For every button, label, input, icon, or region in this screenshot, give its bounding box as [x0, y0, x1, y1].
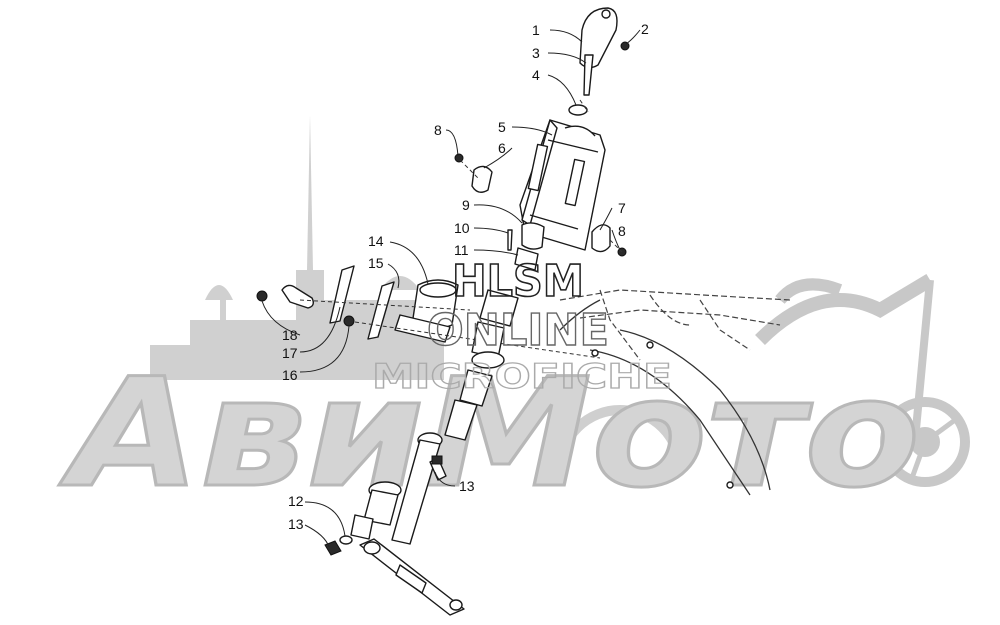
callout-1: 1: [532, 22, 540, 38]
callout-3: 3: [532, 45, 540, 61]
callout-17: 17: [282, 345, 298, 361]
leader-lines: [261, 29, 641, 548]
part-11-clamp: [514, 247, 539, 271]
part-6-clip: [471, 165, 493, 193]
callout-9: 9: [462, 197, 470, 213]
callout-18: 18: [282, 327, 298, 343]
callout-8-left: 8: [434, 122, 442, 138]
callout-15: 15: [368, 255, 384, 271]
part-12-washer: [339, 535, 353, 545]
callout-13-lower: 13: [288, 516, 304, 532]
watermark-microfiche-text: MICROFICHE: [372, 357, 672, 397]
frame-outline: [559, 289, 791, 496]
callouts: 1 2 3 4 5 6 7 8 8 9 10 11 12 13 13 14 15…: [282, 21, 649, 532]
part-10-pin: [507, 229, 513, 251]
part-13-nut-lower: [324, 540, 342, 556]
callout-7: 7: [618, 200, 626, 216]
part-17-nut: [256, 290, 268, 302]
callout-8-right: 8: [618, 223, 626, 239]
watermark-motorcycle: [755, 273, 970, 487]
part-7-clip: [591, 224, 611, 253]
callout-11: 11: [454, 242, 469, 258]
callout-4: 4: [532, 67, 540, 83]
part-18-clamp: [281, 284, 315, 309]
watermark-hlsm: HLSM ONLINE MICROFICHE: [371, 255, 672, 397]
part-2-nut: [620, 41, 630, 51]
part-8-screw-left: [454, 153, 464, 163]
callout-16: 16: [282, 367, 298, 383]
part-5-column-housing: [519, 119, 606, 251]
callout-10: 10: [454, 220, 470, 236]
callout-13-upper: 13: [459, 478, 475, 494]
part-3-bolt: [583, 54, 594, 96]
part-9-spacer: [521, 222, 545, 250]
callout-2: 2: [641, 21, 649, 37]
callout-12: 12: [288, 493, 304, 509]
part-16-nut: [343, 315, 355, 327]
part-15-plate: [329, 265, 395, 340]
part-14-bracket-block: [394, 279, 459, 343]
watermark-rear-wheel: [555, 405, 685, 471]
callout-14: 14: [368, 233, 384, 249]
watermark-online-text: ONLINE: [427, 305, 609, 356]
lower-shaft: [359, 538, 465, 616]
steering-shaft: [350, 289, 519, 545]
callout-6: 6: [498, 140, 506, 156]
callout-5: 5: [498, 119, 506, 135]
watermark-hlsm-text: HLSM: [452, 256, 584, 307]
part-4-washer: [568, 104, 588, 116]
